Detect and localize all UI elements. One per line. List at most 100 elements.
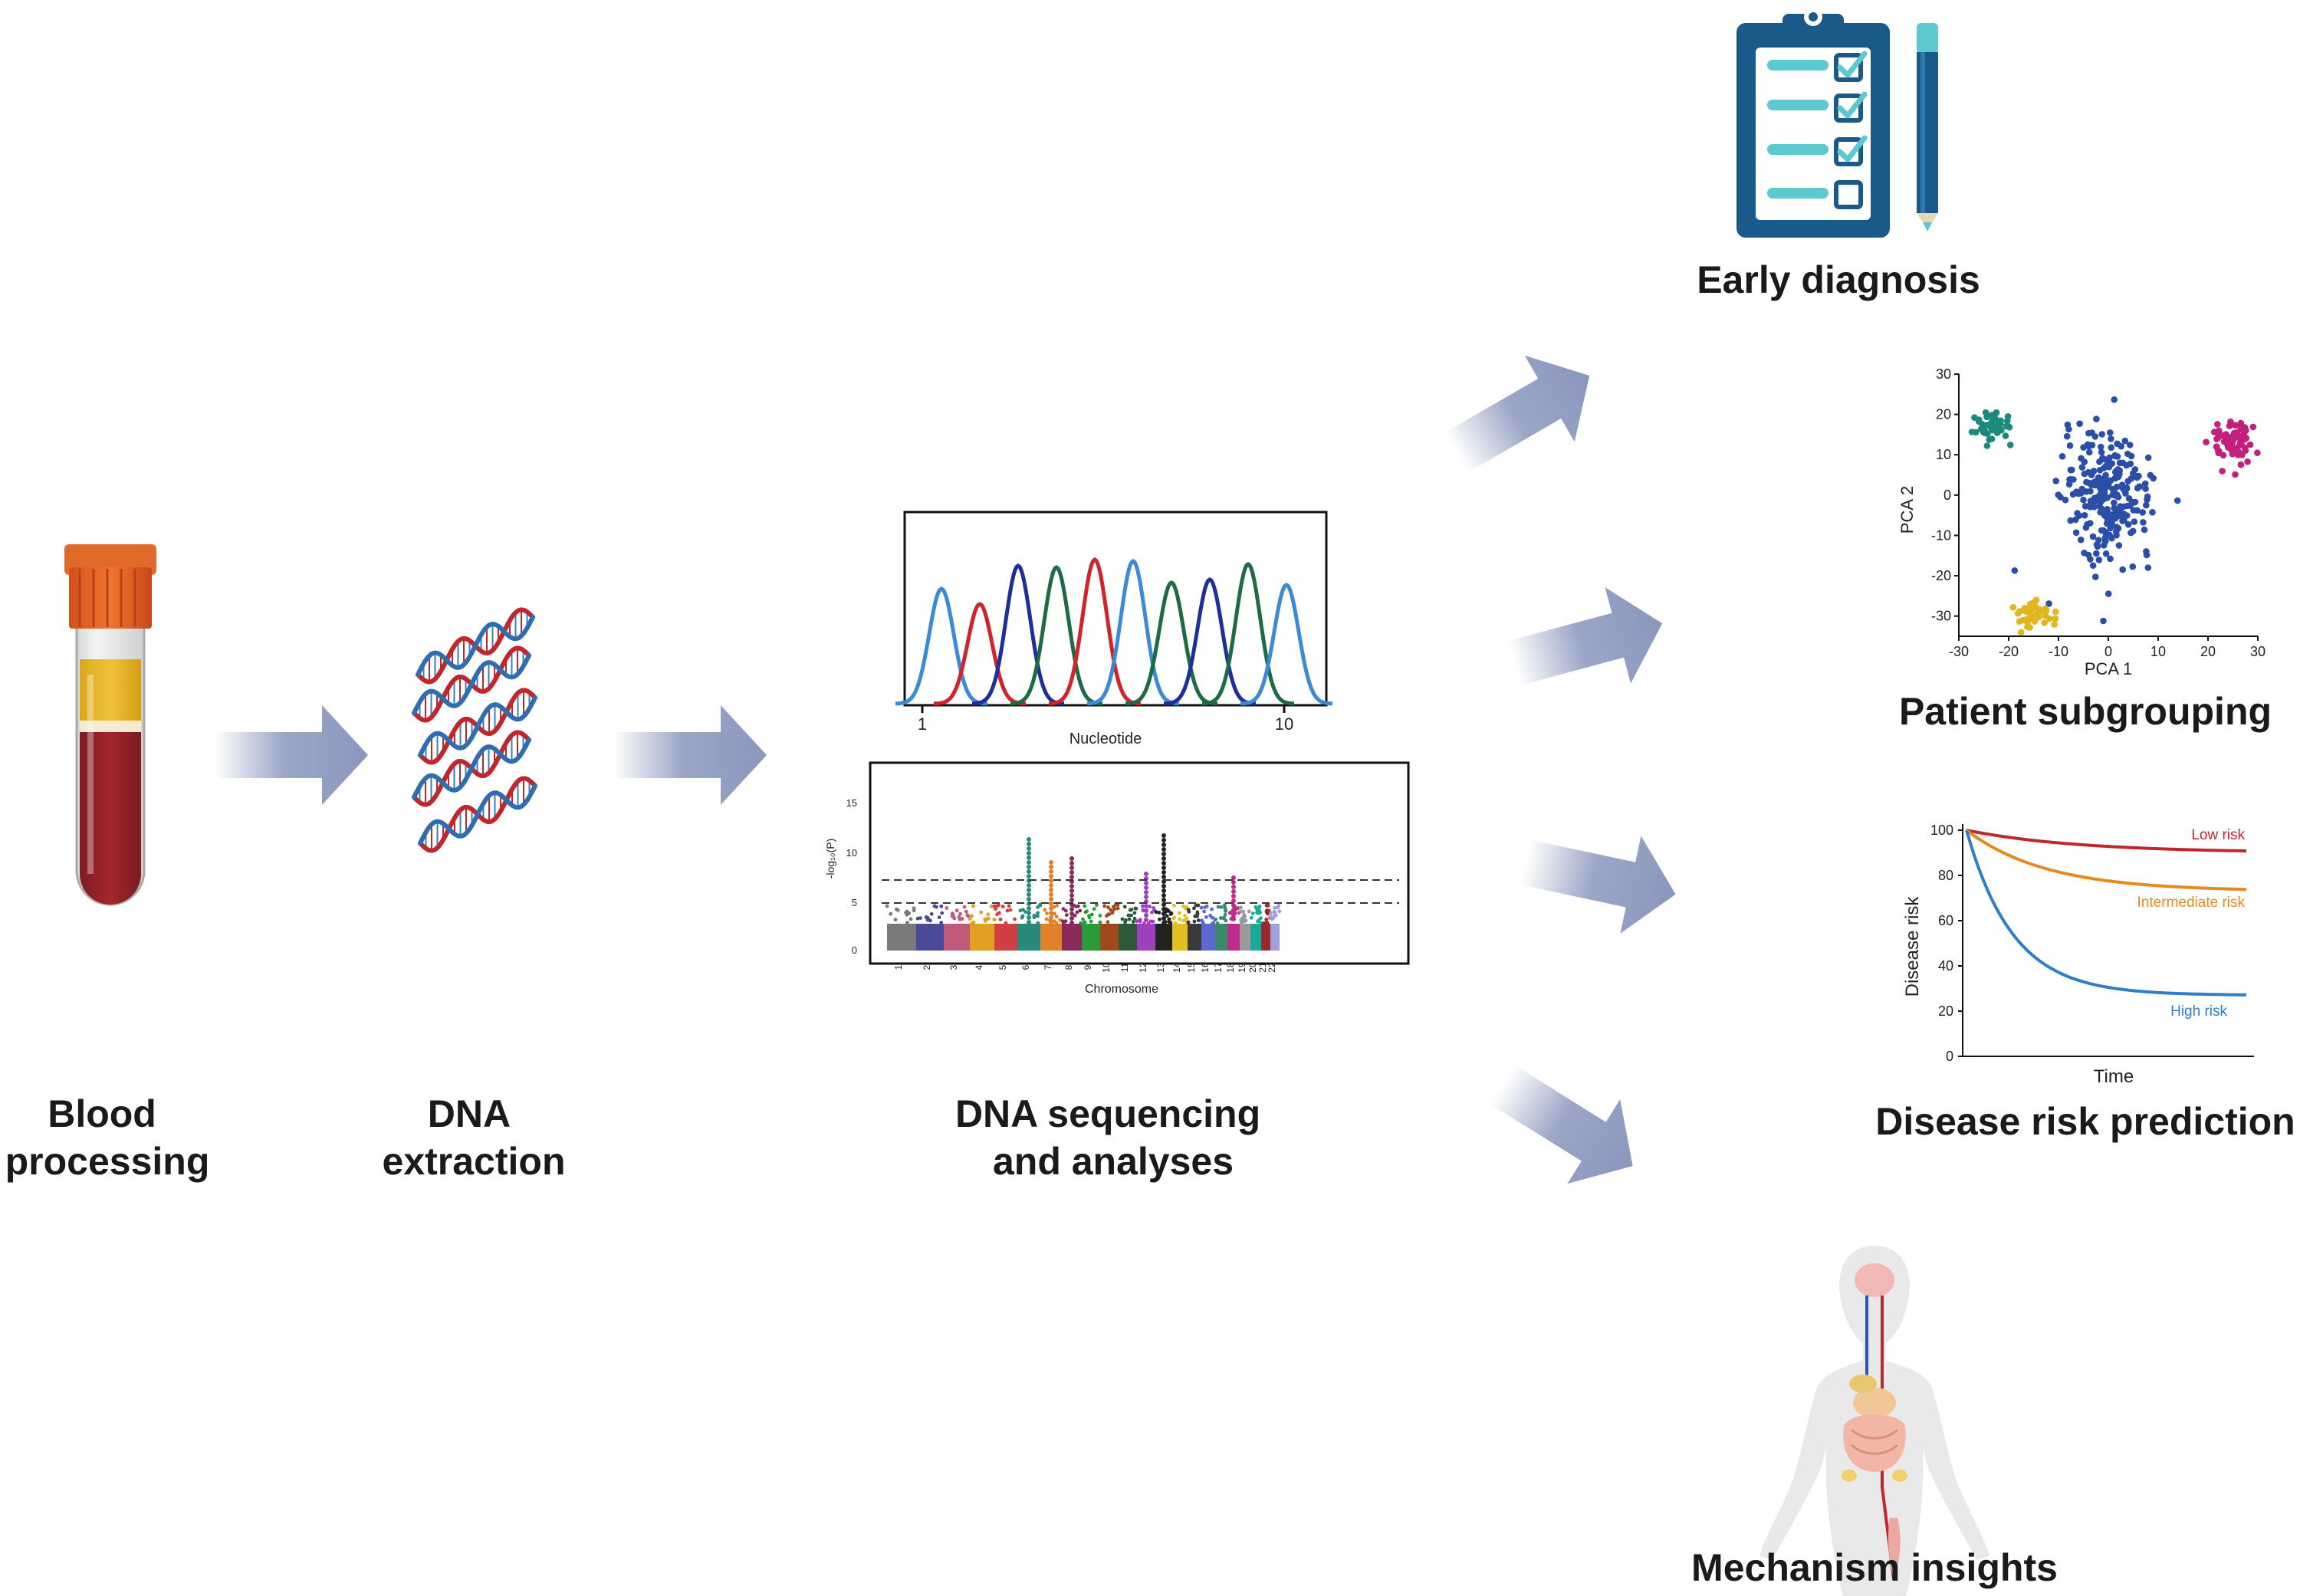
manhattan-point [1263,921,1267,925]
pca-point [2078,464,2086,471]
manhattan-point [1027,851,1031,855]
pca-point [2107,555,2114,563]
manhattan-point [1238,909,1243,914]
manhattan-point [924,915,928,919]
manhattan-point [1215,921,1220,925]
pca-point [2115,542,2123,549]
manhattan-xtick: 5 [997,964,1008,970]
pca-point [2227,434,2235,441]
manhattan-point [1202,909,1206,914]
manhattan-point [1070,865,1074,870]
pca-point [2092,573,2099,580]
pca-point [2124,502,2131,510]
pca-point [2232,471,2239,478]
manhattan-point [992,918,997,921]
pca-point [2087,556,2094,563]
manhattan-point [1049,860,1053,865]
manhattan-point [1186,920,1191,924]
manhattan-point [1027,888,1031,892]
pca-point [1979,421,1986,428]
manhattan-point [962,905,967,909]
manhattan-point [1070,888,1074,893]
manhattan-point [1083,904,1087,908]
pca-point [2113,512,2121,519]
pca-point [2078,485,2085,493]
manhattan-point [1167,920,1171,924]
pca-point [2055,491,2062,498]
manhattan-point [994,904,999,908]
mechanism-insights-label: Mechanism insights [1691,1546,2058,1589]
pca-point [2098,431,2105,438]
risk-ytick: 40 [1938,958,1953,974]
manhattan-point [1070,911,1074,916]
manhattan-point [1043,908,1047,912]
dna-strand [416,615,535,677]
manhattan-point [1027,865,1031,869]
arrow-blood-to-dna-icon [215,705,368,805]
pca-point [2238,425,2245,433]
pca-point [2119,566,2126,573]
manhattan-point [1032,914,1037,918]
manhattan-point [1239,905,1243,910]
pca-xlabel: PCA 1 [2085,659,2132,678]
pca-point [2254,449,2261,456]
pca-point [2042,606,2050,614]
manhattan-point [1116,906,1120,911]
pca-xtick: 0 [2104,644,2112,659]
pca-point [2237,461,2245,468]
manhattan-xlabel: Chromosome [1085,983,1158,996]
manhattan-point [1162,870,1166,875]
pca-point [2246,441,2254,448]
manhattan-xtick: 15 [1186,962,1197,973]
pca-point [2082,524,2090,531]
pca-point [2085,479,2093,487]
manhattan-point [893,918,898,922]
pca-point [2067,466,2075,474]
pca-point [2085,442,2092,450]
manhattan-chromosome-block [970,924,994,951]
manhattan-point [1257,918,1261,922]
manhattan-point [1049,878,1053,883]
manhattan-point [1070,916,1074,921]
manhattan-point [1005,908,1010,913]
manhattan-point [1133,906,1138,911]
manhattan-point [1162,842,1166,847]
pca-point [2080,496,2087,504]
manhattan-xtick: 14 [1171,962,1182,973]
manhattan-chromosome-block [1119,924,1137,951]
chromatogram-peak [895,586,988,706]
pca-point [2104,590,2112,597]
pca-point [2244,458,2251,465]
manhattan-point [1013,917,1017,921]
manhattan-point [1231,885,1236,889]
manhattan-point [1049,920,1053,924]
manhattan-point [1070,870,1074,875]
manhattan-point [1210,921,1214,926]
manhattan-point [1126,913,1131,918]
manhattan-point [1211,915,1214,920]
pca-point [2103,520,2111,527]
manhattan-point [1021,908,1025,912]
manhattan-point [1250,911,1255,915]
manhattan-point [1162,856,1166,861]
chromatogram-peak [933,602,1027,706]
manhattan-point [1049,897,1053,901]
clipboard-checklist-icon [1737,8,1890,238]
manhattan-point [1242,918,1247,922]
manhattan-point [1144,890,1148,895]
pca-point [2108,460,2115,467]
manhattan-xtick: 13 [1155,962,1166,973]
pca-point [2082,503,2089,510]
manhattan-point [1276,904,1281,908]
risk-series-line [1965,829,2246,997]
manhattan-xtick: 17 [1213,962,1224,973]
manhattan-point [1045,911,1049,915]
manhattan-point [1085,909,1089,914]
pca-point [2106,454,2113,461]
pca-point [2081,470,2088,478]
pca-ylabel: PCA 2 [1898,486,1917,534]
pca-point [1982,409,1990,416]
manhattan-chromosome-block [1100,924,1119,951]
pca-point [2077,536,2085,543]
manhattan-point [1036,905,1040,909]
